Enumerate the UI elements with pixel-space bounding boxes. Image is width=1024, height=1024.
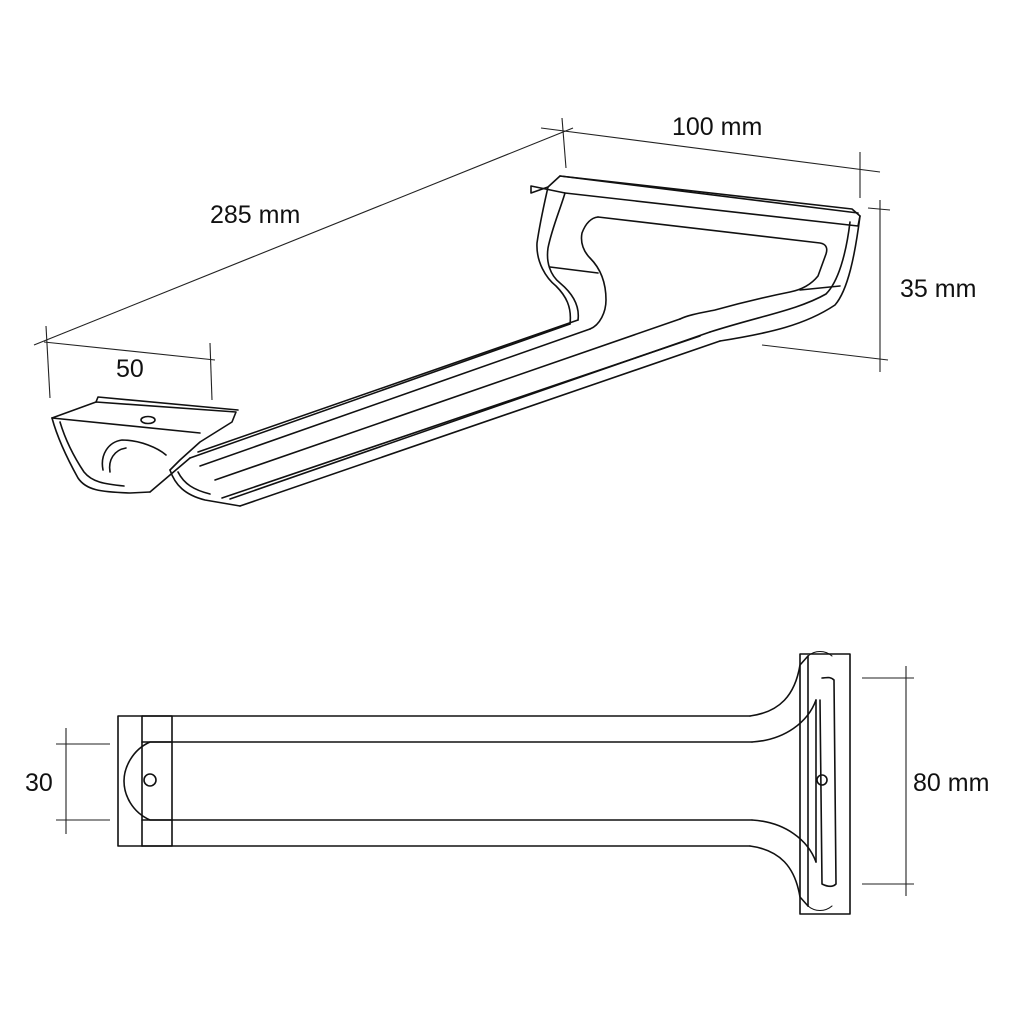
height-label: 35 mm xyxy=(900,275,976,303)
top-width-label: 80 mm xyxy=(913,769,989,797)
dimension-lines-iso xyxy=(33,117,891,401)
dimension-lines-top xyxy=(56,666,914,896)
front-width-label: 50 xyxy=(116,355,144,383)
top-view xyxy=(56,650,914,915)
isometric-view xyxy=(33,117,891,507)
width-label: 100 mm xyxy=(672,113,762,141)
top-narrow-label: 30 xyxy=(25,769,53,797)
length-label: 285 mm xyxy=(210,201,300,229)
